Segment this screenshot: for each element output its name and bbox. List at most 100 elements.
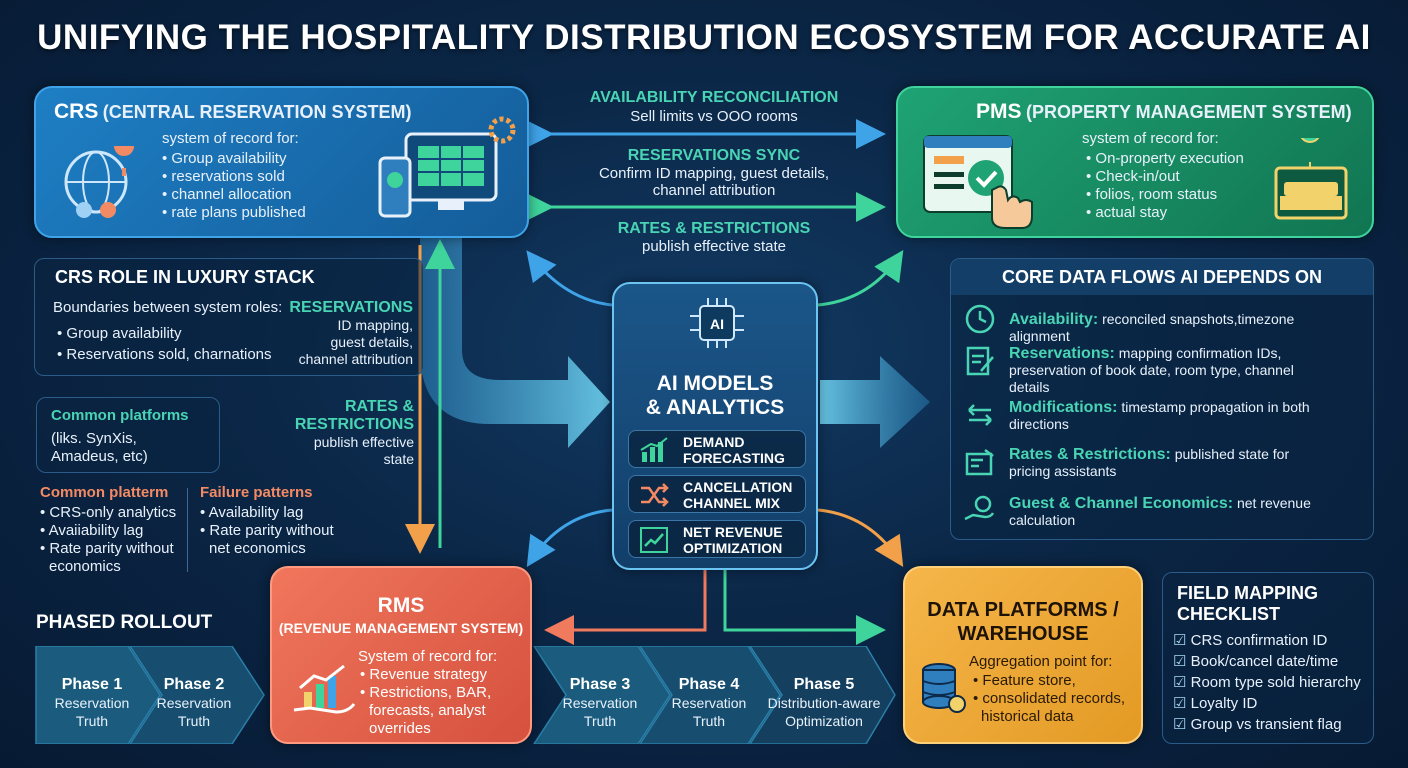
flow-availability-sub: Sell limits vs OOO rooms [630,108,798,125]
list-item: Restrictions, BAR, [360,684,491,702]
pms-title: PMS [976,100,1022,123]
globe-icon [64,146,134,218]
flow-reservations-sub2: channel attribution [652,182,776,199]
checklist-item: Room type sold hierarchy [1173,672,1361,693]
crs-role-intro: Boundaries between system roles: [53,299,283,316]
pms-subtitle: (PROPERTY MANAGEMENT SYSTEM) [1025,102,1352,122]
phase-name: Phase 2 [163,676,225,693]
monitor-icon [378,116,516,218]
growth-chart-hand-icon [293,664,356,714]
crs-card: CRS (CENTRAL RESERVATION SYSTEM) system … [34,86,529,238]
dwh-title: DATA PLATFORMS /WAREHOUSE [927,599,1119,645]
ai-title-line: & ANALYTICS [645,396,785,419]
list-item: reservations sold [162,168,306,186]
flow-availability-label: AVAILABILITY RECONCILIATION [589,89,839,106]
rms-record-label: System of record for: [358,648,498,665]
flow-reservations-label: RESERVATIONS SYNC [627,147,801,164]
reservations-sub: channel attribution [298,351,413,367]
dwh-record-list: Feature store, consolidated records, [973,672,1125,708]
list-item: Rate parity without [200,522,360,540]
gear-icon [488,116,516,144]
reservations-sub: ID mapping, [337,317,413,333]
list-item: folios, room status [1086,186,1244,204]
crs-subtitle: (CENTRAL RESERVATION SYSTEM) [102,102,412,122]
pms-heading: PMS (PROPERTY MANAGEMENT SYSTEM) [976,100,1352,124]
list-item: Revenue strategy [360,666,491,684]
checklist-list: CRS confirmation ID Book/cancel date/tim… [1173,630,1361,735]
shuffle-icon [641,483,669,507]
data-warehouse-card: DATA PLATFORMS /WAREHOUSE Aggregation po… [903,566,1143,744]
phase-name: Phase 3 [569,676,631,693]
rms-record-list: Revenue strategy Restrictions, BAR, [360,666,491,702]
hand-pointer-icon [991,185,1033,229]
phase-line: Truth [692,713,726,729]
list-item: CRS-only analytics [40,504,190,522]
common-platforms-panel: Common platforms (liks. SynXis, Amadeus,… [36,397,220,473]
common-platforms-text: Amadeus, etc) [51,448,148,465]
document-edit-icon [966,346,994,376]
list-item: Avaiiability lag [40,522,190,540]
core-row-text: net revenue calculation [1009,495,1311,528]
side-rates-sub: publish effective [313,434,414,450]
divider [187,488,188,572]
failure-patterns-cont: net economics [209,540,306,557]
rollout-title: PHASED ROLLOUT [36,612,213,633]
trend-line-icon [640,527,668,553]
hotel-bed-icon [1274,138,1348,220]
phase-name: Phase 5 [793,676,855,693]
flow-reservations-sub1: Confirm ID mapping, guest details, [598,165,830,182]
crs-role-reservations: RESERVATIONS ID mapping, guest details, … [289,299,413,368]
side-rates-flow: RATES & RESTRICTIONS publish effective s… [286,398,414,468]
core-row-key: Reservations: [1009,345,1115,362]
list-item: channel allocation [162,186,306,204]
side-rates-label: RESTRICTIONS [294,416,414,433]
failure-patterns-title: Failure patterns [200,484,313,501]
phase-line: Truth [177,713,211,729]
common-pattern-cont: economics [49,558,121,575]
swap-arrows-icon [968,404,992,426]
crs-title: CRS [54,100,99,123]
list-item: On-property execution [1086,150,1243,168]
checklist-item: CRS confirmation ID [1173,630,1361,651]
list-item: Group availability [162,150,306,168]
crs-role-panel: CRS ROLE IN LUXURY STACK Boundaries betw… [34,258,424,376]
crs-to-ai-big-arrow [420,238,610,448]
reservations-sub: guest details, [330,334,414,350]
clock-icon [965,304,995,334]
bar-chart-icon [640,437,668,462]
list-item: Feature store, [973,672,1125,690]
list-item: rate plans published [162,204,305,222]
rms-subtitle: (REVENUE MANAGEMENT SYSTEM) [278,620,524,636]
failure-patterns-list: Availability lag Rate parity without [200,504,360,540]
phase-line: Optimization [785,713,863,729]
crs-record-label: system of record for: [162,130,299,147]
rollout-chevrons [35,646,896,744]
core-header-bg [951,259,1373,295]
core-row-text: reconciled snapshots,timezone alignment [1009,311,1295,344]
list-item: Rate parity without [40,540,190,558]
checklist-window-icon [923,135,1033,229]
core-title: CORE DATA FLOWS AI DEPENDS ON [1001,267,1322,287]
core-row-key: Rates & Restrictions: [1009,446,1171,463]
ai-chip-label: AI [710,316,724,332]
core-row-key: Modifications: [1009,399,1118,416]
ai-title-line: AI MODELS [656,372,774,395]
phase-line: Reservation [671,695,747,711]
list-item: Availability lag [200,504,360,522]
common-pattern-title: Common platterm [40,484,169,501]
core-row-text: mapping confirmation IDs, preservation o… [1009,345,1294,395]
failure-patterns-block: Failure patterns Availability lag Rate p… [200,484,360,558]
phase-line: Reservation [156,695,232,711]
checklist-item: Group vs transient flag [1173,714,1361,735]
checklist-item: Loyalty ID [1173,693,1361,714]
database-icon [922,663,966,713]
